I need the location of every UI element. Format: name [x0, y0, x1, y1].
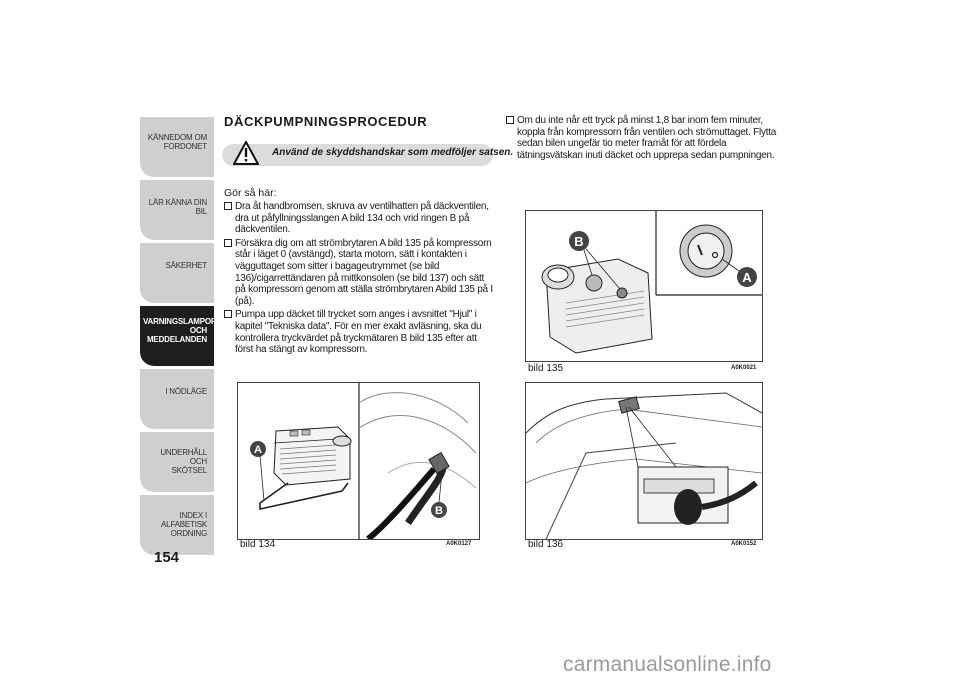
tab-label: KÄNNEDOM OM: [147, 133, 207, 142]
page-number: 154: [154, 549, 180, 566]
list-item: Dra åt handbromsen, skruva av ventilhatt…: [224, 201, 496, 236]
tab-label: ORDNING: [170, 529, 208, 538]
label-b: B: [574, 234, 583, 249]
instruction-list-continued: Om du inte når ett tryck på minst 1,8 ba…: [506, 115, 778, 163]
compressor-switch-illustration: B A: [541, 211, 762, 354]
list-item: Om du inte når ett tryck på minst 1,8 ba…: [506, 115, 778, 161]
section-heading: DÄCKPUMPNINGSPROCEDUR: [224, 114, 428, 129]
figure-caption: bild 135: [528, 363, 564, 374]
tab-label: VARNINGSLAMPOR: [143, 317, 217, 326]
label-a: A: [742, 270, 752, 285]
label-a-marker: [250, 441, 266, 457]
watermark-text: carmanualsonline.info: [563, 653, 772, 676]
tab-i-nodlage[interactable]: I NÖDLÄGE: [140, 369, 214, 429]
warning-text: Använd de skyddshandskar som medföljer s…: [272, 147, 514, 158]
instruction-lead: Gör så här:: [224, 187, 277, 199]
figure-caption: bild 136: [528, 539, 564, 550]
instruction-list: Dra åt handbromsen, skruva av ventilhatt…: [224, 201, 496, 358]
figure-caption: bild 134: [240, 539, 276, 550]
compressor-hose-illustration: A B: [250, 383, 477, 542]
tab-label: UNDERHÅLL OCH: [160, 448, 207, 466]
tab-label: INDEX I ALFABETISK: [160, 511, 207, 529]
checkbox-bullet-icon: [224, 310, 232, 319]
list-item-text: Om du inte når ett tryck på minst 1,8 ba…: [517, 115, 777, 161]
list-item-text: Pumpa upp däcket till trycket som anges …: [235, 309, 482, 356]
figure-code: A0K0021: [731, 365, 757, 371]
list-item-text: Försäkra dig om att strömbrytaren A bild…: [235, 237, 493, 307]
tab-label: SÄKERHET: [165, 261, 207, 270]
checkbox-bullet-icon: [506, 116, 514, 124]
checkbox-bullet-icon: [224, 202, 232, 210]
figure-code: A0K0152: [731, 541, 757, 547]
tab-label: MEDDELANDEN: [146, 335, 207, 344]
figure-code: A0K0127: [446, 541, 472, 547]
warning-banner: [222, 144, 493, 166]
tab-sakerhet[interactable]: SÄKERHET: [140, 243, 214, 303]
figure-134: A B: [237, 382, 480, 542]
list-item: Försäkra dig om att strömbrytaren A bild…: [224, 238, 496, 308]
warning-triangle-icon: [233, 141, 259, 165]
figure-135: B A: [525, 210, 763, 362]
tab-label: I NÖDLÄGE: [165, 387, 207, 396]
label-a: A: [254, 444, 262, 456]
tab-label: LÄR KÄNNA DIN BIL: [148, 198, 208, 216]
label-b-marker: [431, 502, 447, 518]
figure-136: [525, 382, 763, 540]
trunk-socket-illustration: [525, 392, 763, 540]
list-item: Pumpa upp däcket till trycket som anges …: [224, 309, 496, 355]
label-b: B: [435, 505, 443, 517]
tab-label: FORDONET: [163, 142, 207, 151]
checkbox-bullet-icon: [224, 238, 232, 247]
list-item-text: Dra åt handbromsen, skruva av ventilhatt…: [235, 201, 489, 236]
tab-label: SKÖTSEL: [171, 466, 207, 475]
tab-lar-kanna-din-bil[interactable]: LÄR KÄNNA DIN BIL: [140, 180, 214, 240]
tab-label: OCH: [189, 326, 207, 335]
